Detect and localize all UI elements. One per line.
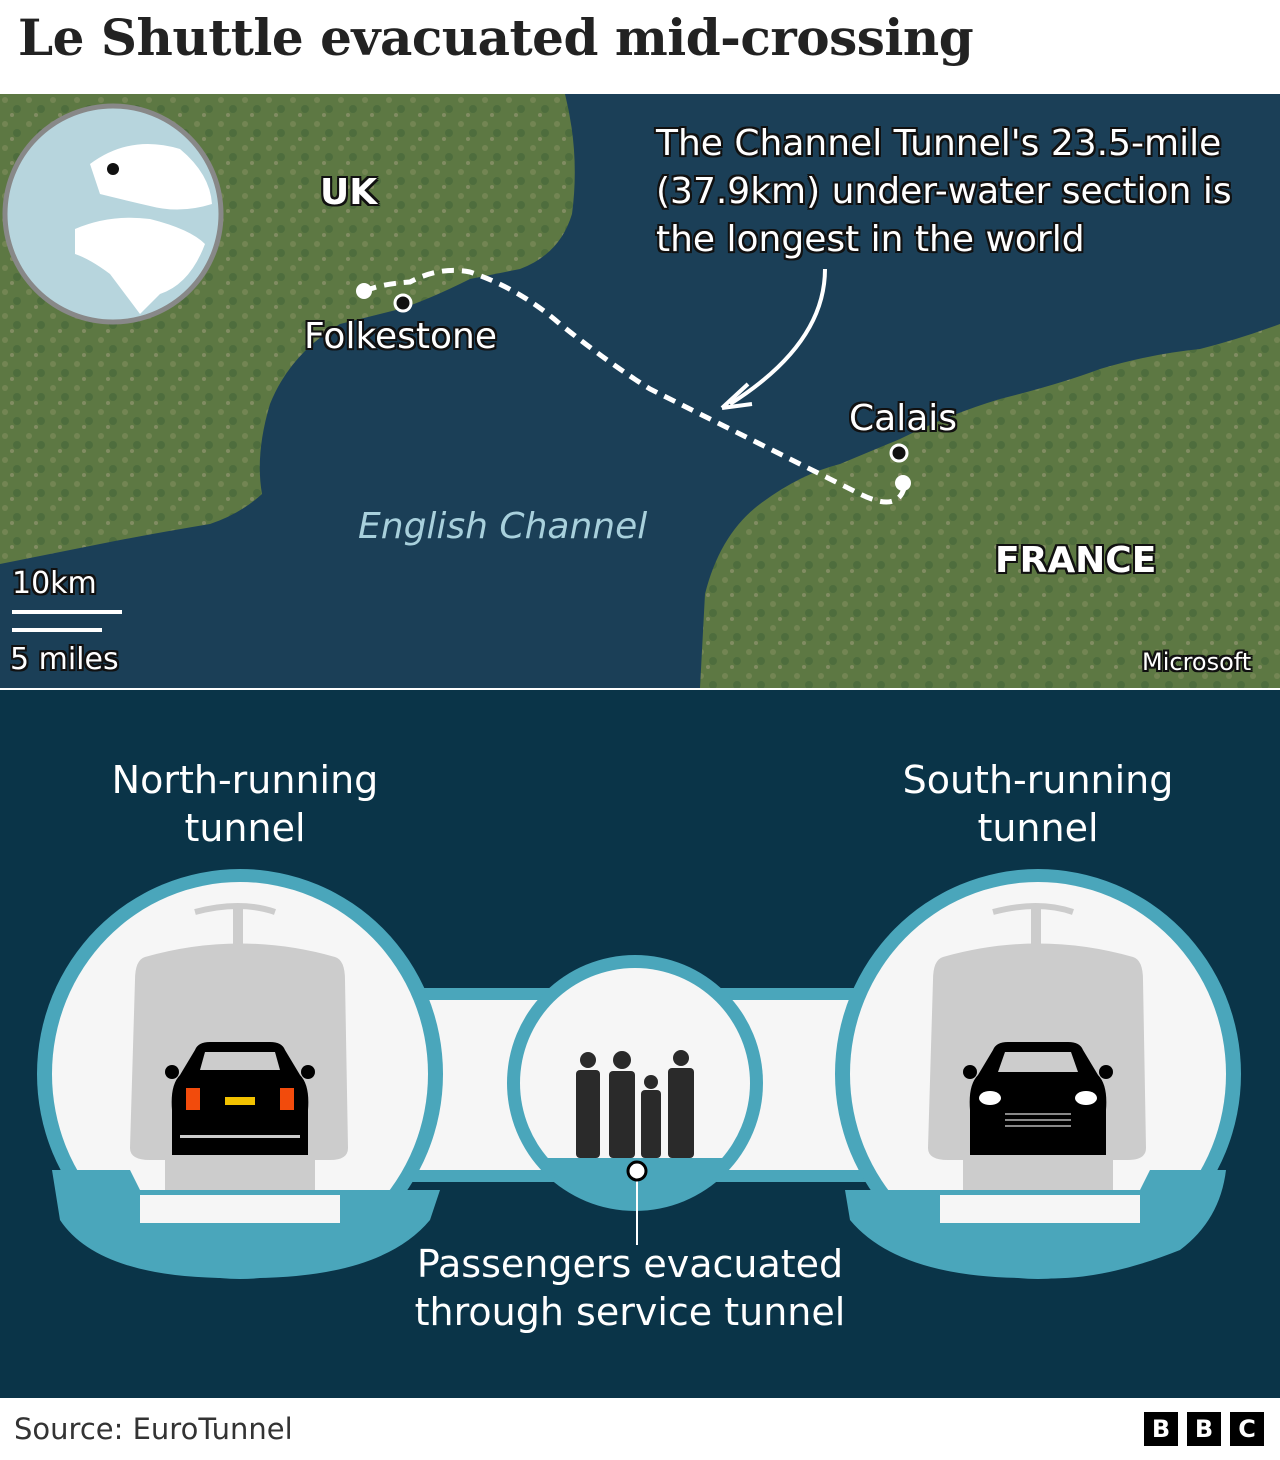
folkestone-label: Folkestone <box>304 316 498 357</box>
bbc-logo-block: B <box>1187 1412 1221 1446</box>
page-title: Le Shuttle evacuated mid-crossing <box>18 8 974 67</box>
annotation-line: The Channel Tunnel's 23.5-mile <box>656 123 1222 164</box>
service-tunnel <box>507 955 763 1245</box>
label-line: tunnel <box>184 806 306 850</box>
calais-terminal-dot <box>895 475 911 491</box>
label-line: North-running <box>111 758 379 802</box>
tunnel-annotation: The Channel Tunnel's 23.5-mile (37.9km) … <box>656 120 1232 264</box>
france-land <box>700 324 1280 688</box>
bbc-logo-block: B <box>1144 1412 1178 1446</box>
france-label: FRANCE <box>995 540 1157 581</box>
tunnel-cross-section <box>37 869 1241 1279</box>
scale-bar <box>12 610 122 632</box>
source-credit: Source: EuroTunnel <box>14 1412 293 1446</box>
tunnel-route <box>363 267 908 505</box>
english-channel-label: English Channel <box>358 506 648 547</box>
footer: Source: EuroTunnel B B C <box>0 1398 1280 1460</box>
bbc-logo-block: C <box>1230 1412 1264 1446</box>
map-graphic <box>0 94 1280 688</box>
car-front-icon <box>963 1042 1113 1155</box>
tunnel-diagram: North-running tunnel South-running tunne… <box>0 690 1280 1398</box>
locator-globe <box>2 103 224 325</box>
car-rear-icon <box>165 1042 315 1155</box>
south-tunnel-label: South-running tunnel <box>793 756 1280 852</box>
south-tunnel <box>835 869 1241 1279</box>
folkestone-terminal-dot <box>356 283 372 299</box>
uk-label: UK <box>320 172 378 213</box>
calais-dot <box>889 443 909 463</box>
calais-label: Calais <box>849 398 958 439</box>
map-credit: Microsoft <box>1142 648 1252 676</box>
scale-km-label: 10km <box>12 566 97 601</box>
passengers-icon <box>576 1050 694 1158</box>
service-tunnel-label: Passengers evacuated through service tun… <box>330 1240 930 1336</box>
label-line: Passengers evacuated <box>416 1242 844 1286</box>
folkestone-dot <box>393 293 413 313</box>
annotation-line: the longest in the world <box>656 219 1085 260</box>
north-tunnel-label: North-running tunnel <box>0 756 490 852</box>
annotation-line: (37.9km) under-water section is <box>656 171 1232 212</box>
arrowhead-icon <box>720 382 753 410</box>
arrow-icon <box>728 268 827 406</box>
north-tunnel <box>37 869 443 1279</box>
label-line: tunnel <box>977 806 1099 850</box>
scale-miles-label: 5 miles <box>10 642 119 677</box>
map: UK Folkestone Calais FRANCE English Chan… <box>0 94 1280 688</box>
label-line: through service tunnel <box>414 1290 846 1334</box>
label-line: South-running <box>902 758 1174 802</box>
evacuation-point-marker <box>626 1160 648 1182</box>
